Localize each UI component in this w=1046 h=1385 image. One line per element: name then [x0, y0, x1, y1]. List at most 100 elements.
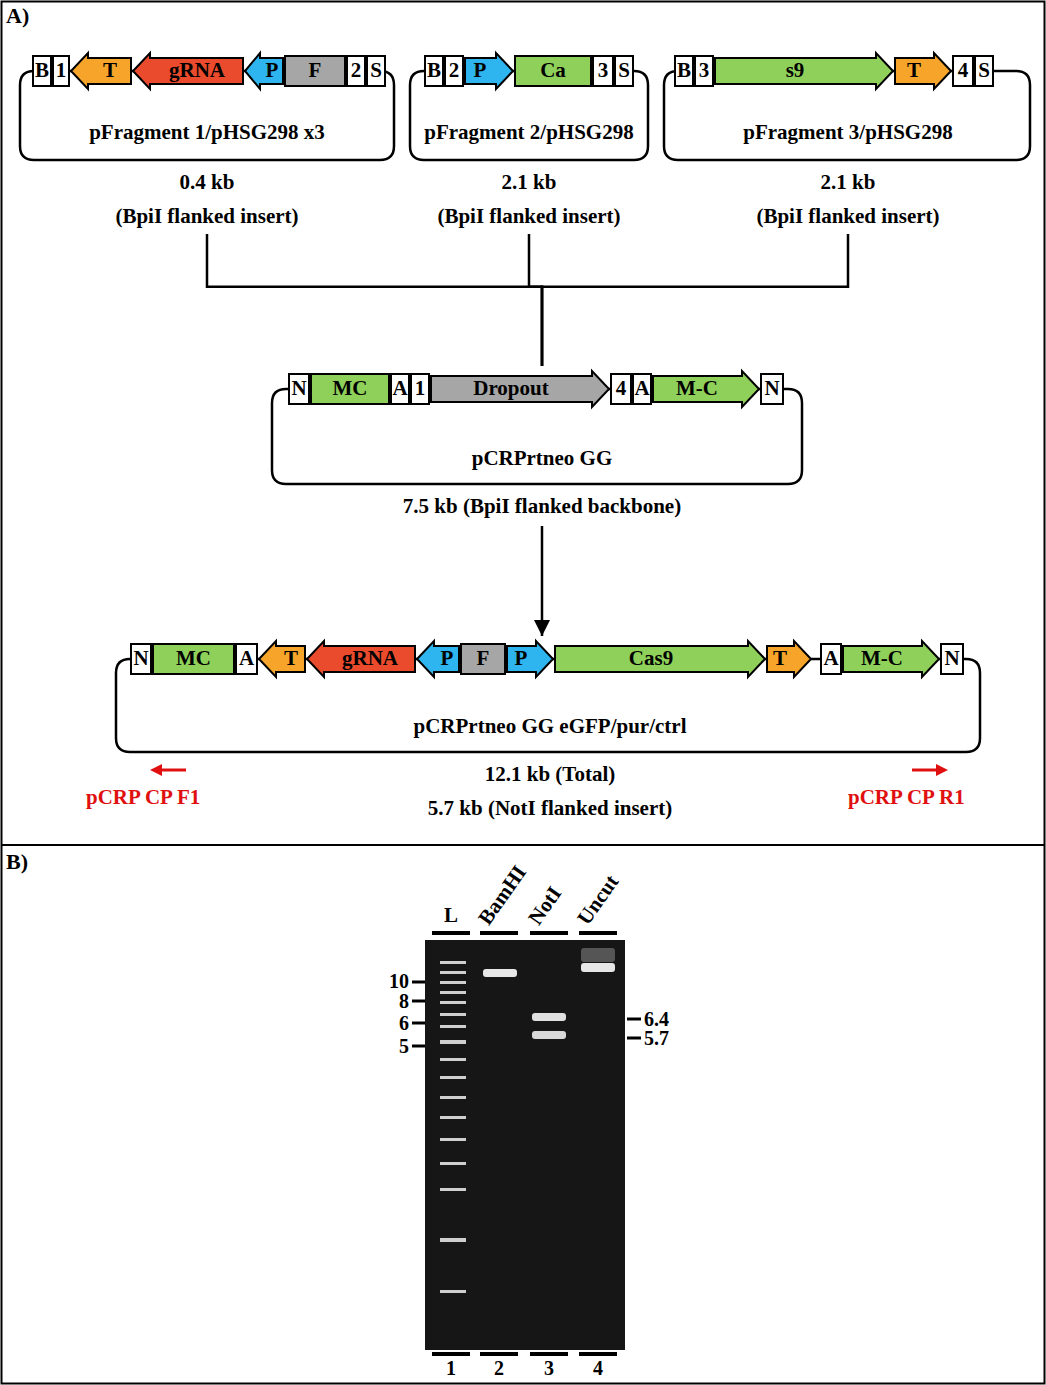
segment-box [593, 56, 613, 86]
segment-label: 4 [958, 59, 969, 82]
segment-label: S [370, 59, 382, 82]
lane-number: 3 [509, 1357, 589, 1379]
lane-bar [579, 931, 617, 935]
segment-label: s9 [786, 59, 805, 82]
gel-band [440, 961, 466, 964]
panel-letter: A) [6, 4, 29, 28]
segment-arrow [843, 641, 939, 677]
segment-shape [766, 640, 812, 678]
primer-arrow [160, 769, 186, 772]
segment-shape [258, 640, 306, 678]
segment-label: A [634, 377, 649, 400]
plasmid-map: pFragment 1/pHSG298 x30.4 kb(BpiI flanke… [12, 48, 402, 234]
lane-bar [530, 1352, 568, 1356]
plasmid-segment: S [366, 52, 386, 90]
segment-label: A [392, 377, 407, 400]
lane-name: NotI [524, 882, 566, 929]
segment-label: T [907, 59, 921, 82]
plasmid-map: pFragment 2/pHSG2982.1 kb(BpiI flanked i… [404, 48, 654, 234]
segment-label: F [309, 59, 322, 82]
plasmid-segment: P [506, 640, 554, 678]
segment-box [615, 56, 633, 86]
plasmid-size: (BpiI flanked insert) [404, 204, 654, 228]
plasmid-segment: MC [310, 370, 390, 408]
plasmid-size: 12.1 kb (Total) [108, 762, 992, 786]
plasmid-segment: gRNA [132, 52, 244, 90]
segment-label: N [133, 647, 148, 670]
plasmid-segment: 3 [592, 52, 614, 90]
segment-arrow [133, 53, 243, 89]
plasmid-segment: N [760, 370, 784, 408]
plasmid-segment: 1 [52, 52, 70, 90]
plasmid-segment: F [460, 640, 506, 678]
plasmid-segment: A [390, 370, 410, 408]
gel-band [532, 1031, 566, 1039]
size-tick [412, 981, 425, 984]
segment-label: gRNA [169, 59, 225, 82]
gel-band [483, 969, 517, 977]
segment-label: B [35, 59, 49, 82]
segment-label: A [239, 647, 254, 670]
panel-letter: B) [6, 850, 28, 874]
plasmid-segment: B [424, 52, 444, 90]
band-size: 6.4 [644, 1008, 669, 1030]
segment-box [367, 56, 385, 86]
segment-box [695, 56, 713, 86]
plasmid-segment: MC [152, 640, 235, 678]
plasmid-name: pCRPrtneo GG [262, 446, 822, 470]
segment-box [445, 56, 463, 86]
gel-band [440, 1188, 466, 1191]
gel-band [440, 1116, 466, 1119]
lane-bar [579, 1352, 617, 1356]
segment-box [941, 644, 963, 674]
primer-arrow [912, 769, 938, 772]
gel-image [425, 940, 625, 1350]
segment-label: M-C [861, 647, 903, 670]
plasmid-size: 2.1 kb [404, 170, 654, 194]
plasmid-segment: T [894, 52, 952, 90]
segment-box [53, 56, 69, 86]
plasmid-segment: P [416, 640, 460, 678]
segment-label: M-C [676, 377, 718, 400]
plasmid-segment: 2 [346, 52, 366, 90]
assembly-connector [542, 234, 848, 366]
segment-box [236, 644, 257, 674]
plasmid-segment: 2 [444, 52, 464, 90]
segment-arrow [555, 641, 765, 677]
gel-band [440, 981, 466, 984]
segment-label: gRNA [342, 647, 398, 670]
gel-band [440, 1058, 466, 1061]
plasmid-segment: 1 [410, 370, 430, 408]
plasmid-segment: A [235, 640, 258, 678]
segment-label: 3 [598, 59, 609, 82]
plasmid-segment: Ca [514, 52, 592, 90]
segment-arrow [307, 641, 415, 677]
gel-band [440, 1238, 466, 1242]
assembly-connector [541, 526, 544, 636]
segment-box [131, 644, 151, 674]
lane-name: Uncut [573, 871, 623, 929]
segment-label: 2 [351, 59, 362, 82]
plasmid-segment: N [288, 370, 310, 408]
segment-box [515, 56, 591, 86]
segment-arrow [653, 371, 759, 407]
segment-label: B [677, 59, 691, 82]
segment-arrow [715, 53, 893, 89]
plasmid-segment: A [632, 370, 652, 408]
gel-band [440, 1096, 466, 1099]
gel-band [581, 963, 615, 972]
segment-shape [464, 52, 514, 90]
segment-box [953, 56, 973, 86]
segment-box [347, 56, 365, 86]
plasmid-size: (BpiI flanked insert) [658, 204, 1038, 228]
size-marker: 5 [329, 1035, 409, 1057]
lane-bar [432, 1352, 470, 1356]
segment-box [311, 374, 389, 404]
gel-band [440, 1162, 466, 1165]
ladder-bands [440, 961, 466, 1293]
plasmid-segment: A [820, 640, 842, 678]
plasmid-name: pFragment 3/pHSG298 [658, 120, 1038, 144]
segment-label: Dropout [473, 377, 548, 400]
